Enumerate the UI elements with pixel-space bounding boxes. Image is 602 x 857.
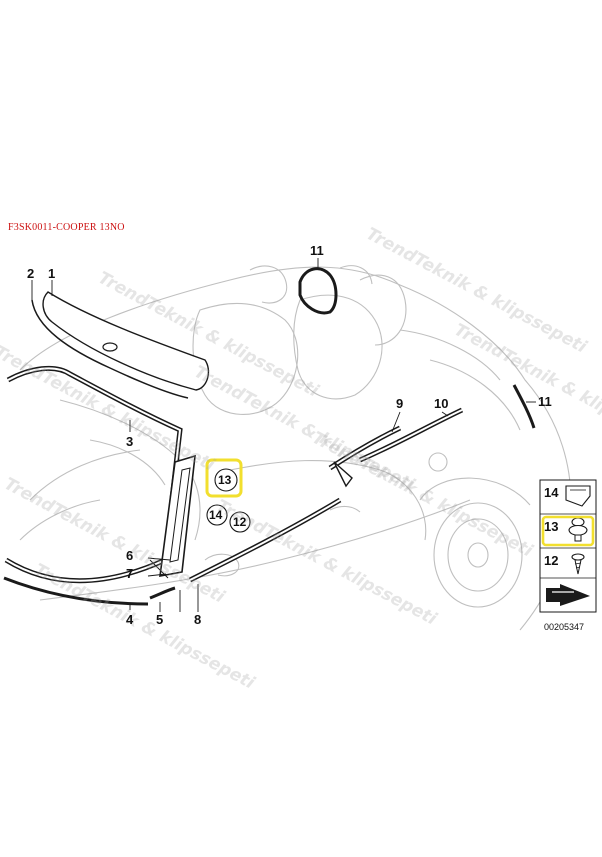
callout-5: 5 [156,612,164,627]
orientation-arrow-icon [546,584,590,606]
fastener-legend [539,479,597,613]
callout-6: 6 [126,548,134,563]
callout-11-side: 11 [538,394,552,409]
highlight-13-diagram [205,458,243,498]
part-2-strip [31,299,189,399]
callout-9: 9 [396,396,404,411]
callout-14: 14 [209,508,223,522]
callout-2: 2 [27,266,35,281]
callout-3: 3 [126,434,134,449]
legend-label-12: 12 [544,553,559,568]
clip-icon [565,485,591,507]
diagram-id: 00205347 [544,622,585,632]
part-11-side-seal [512,384,536,429]
part-9-seal [328,425,402,488]
part-11-window-seal [298,267,338,315]
legend-label-14: 14 [544,485,559,500]
part-5-strip [149,586,176,600]
part-6-7-pillar-trim [149,454,196,579]
callout-14-circle [206,504,228,526]
part-1-panel [42,291,210,391]
part-code-label: F3SK0011-COOPER 13NO [8,222,125,233]
screw-icon [571,553,585,575]
legend-label-13: 13 [544,519,559,534]
callout-13-circle [214,468,238,492]
part-3-windshield-frame [4,365,183,584]
callout-4: 4 [126,612,134,627]
leader-lines [31,258,536,612]
callout-1: 1 [48,266,56,281]
callout-8: 8 [194,612,202,627]
push-rivet-icon [568,517,588,542]
callout-10: 10 [434,396,449,411]
callout-12: 12 [233,515,247,529]
callout-12-circle [229,511,251,533]
callout-11-window: 11 [310,243,324,258]
part-4-seal [3,576,149,606]
highlight-13-legend [541,515,595,547]
callout-7: 7 [126,566,134,581]
callout-13: 13 [218,473,232,487]
